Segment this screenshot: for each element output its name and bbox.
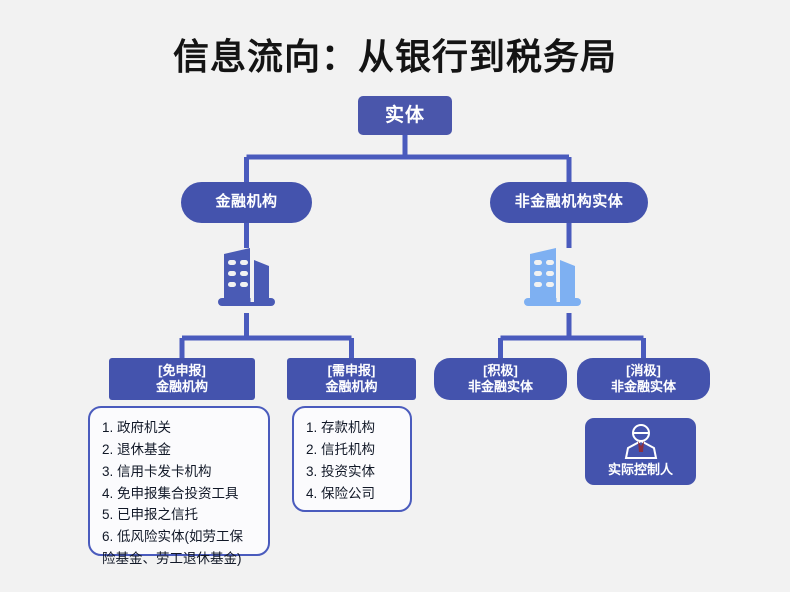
node-exempt-financial-institution-line2: 金融机构: [155, 379, 208, 394]
exempt-financial-institution-list: 1. 政府机关 2. 退休基金 3. 信用卡发卡机构 4. 免申报集合投资工具 …: [88, 406, 270, 566]
list-item: 4. 保险公司: [306, 485, 376, 501]
person-icon: [620, 424, 662, 466]
node-non-financial-institution-entity[interactable]: 非金融机构实体: [490, 182, 648, 223]
node-active-non-financial-entity-line1: [积极]: [483, 363, 518, 379]
building-icon-financial: [210, 246, 283, 317]
node-reportable-financial-institution-line2: 金融机构: [325, 379, 378, 394]
list-item: 3. 信用卡发卡机构: [102, 463, 212, 479]
node-financial-institution[interactable]: 金融机构: [181, 182, 312, 223]
node-exempt-financial-institution[interactable]: [免申报] 金融机构: [109, 358, 255, 400]
node-financial-institution-label: 金融机构: [215, 193, 278, 211]
building-icon-non-financial: [516, 246, 589, 317]
node-passive-non-financial-entity-line1: [消极]: [626, 363, 661, 379]
node-entity[interactable]: 实体: [358, 96, 452, 135]
list-item: 4. 免申报集合投资工具: [102, 485, 239, 501]
list-item: 6. 低风险实体(如劳工保 险基金、劳工退休基金): [102, 529, 244, 567]
page-title: 信息流向：从银行到税务局: [172, 36, 617, 77]
list-item: 1. 政府机关: [102, 420, 172, 435]
node-active-non-financial-entity[interactable]: [积极] 非金融实体: [434, 358, 567, 400]
list-item: 1. 存款机构: [306, 420, 376, 435]
list-item: 5. 已申报之信托: [102, 507, 199, 523]
node-exempt-financial-institution-line1: [免申报]: [158, 363, 206, 379]
node-non-financial-institution-entity-label: 非金融机构实体: [514, 193, 624, 211]
list-item: 3. 投资实体: [306, 463, 376, 479]
node-reportable-financial-institution-line1: [需申报]: [327, 363, 376, 379]
list-item: 2. 信托机构: [306, 441, 376, 457]
node-entity-label: 实体: [384, 104, 425, 126]
node-actual-controller[interactable]: 实际控制人: [585, 418, 696, 485]
node-active-non-financial-entity-line2: 非金融实体: [467, 379, 533, 394]
list-item: 2. 退休基金: [102, 441, 172, 457]
node-reportable-financial-institution[interactable]: [需申报] 金融机构: [287, 358, 416, 400]
reportable-financial-institution-list: 1. 存款机构 2. 信托机构 3. 投资实体 4. 保险公司: [292, 406, 412, 512]
node-actual-controller-label: 实际控制人: [607, 462, 673, 478]
node-passive-non-financial-entity[interactable]: [消极] 非金融实体: [577, 358, 710, 400]
node-passive-non-financial-entity-line2: 非金融实体: [610, 379, 676, 394]
